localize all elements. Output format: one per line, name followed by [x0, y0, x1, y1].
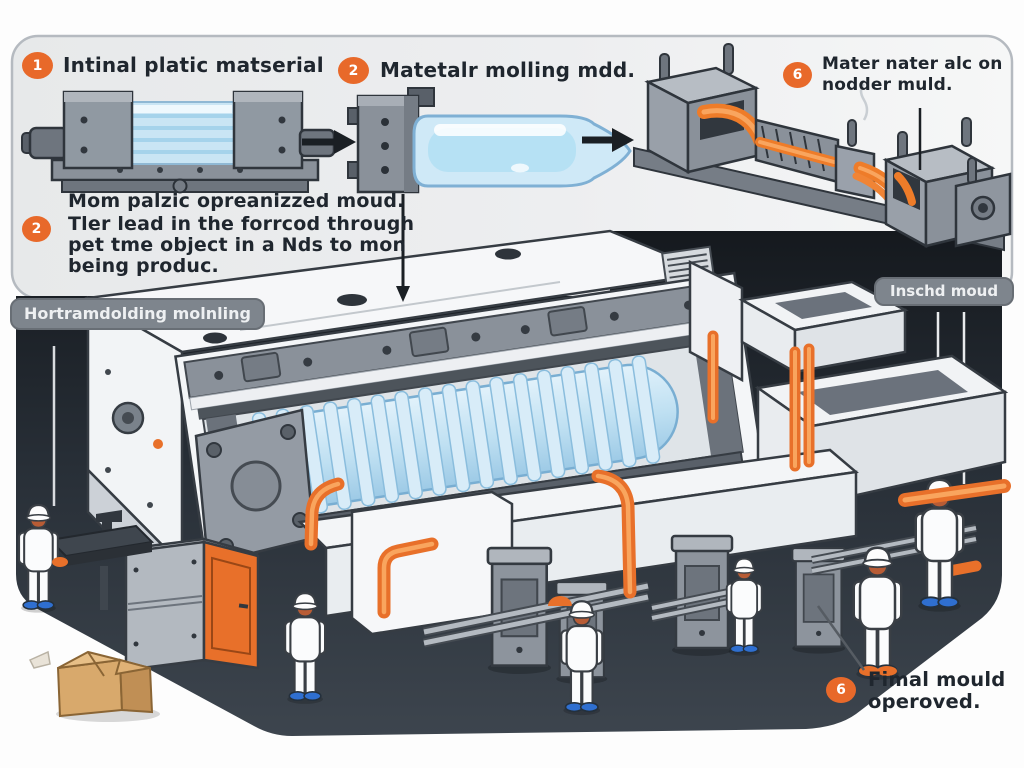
note-line1: Tler lead in the forrcod through: [68, 213, 415, 235]
step6-label-line1: Mater nater alc on: [822, 54, 1003, 74]
conveyor-rails: [423, 524, 977, 648]
arrow-down: [396, 194, 410, 302]
note-line3: being produc.: [68, 255, 219, 277]
step1-mold: [21, 90, 336, 194]
final-label-line1: Fimal mould: [868, 668, 1006, 691]
left-tag-line1: Hortramdolding: [24, 304, 167, 323]
step2-label: Matetalr molling mdd.: [380, 58, 636, 82]
note-intro: Mom palzic opreanizzed moud.: [68, 190, 405, 212]
orange-shoe: [877, 666, 897, 676]
leader-final: [816, 605, 866, 671]
arrow-right-1: [302, 130, 356, 154]
final-label-line2: operoved.: [868, 690, 981, 713]
orange-helmet: [548, 596, 572, 606]
cabinet: [124, 537, 260, 672]
left-process-tag: Hortramdolding molnling: [10, 298, 265, 331]
note-badge: 2: [22, 216, 51, 242]
step6-label: Mater nater alc on nodder muld.: [822, 54, 1003, 96]
arrow-right-2: [582, 128, 634, 152]
step2-badge: 2: [338, 57, 369, 84]
orange-rod: [898, 479, 1011, 507]
orange-pipes: [304, 330, 982, 619]
cabinet-door: [202, 540, 260, 670]
orange-part: [52, 557, 68, 567]
step1-label: Intinal platic matserial: [63, 53, 324, 77]
orange-indicator: [153, 439, 163, 449]
final-badge: 6: [826, 677, 856, 703]
final-label: Fimal mould operoved.: [868, 669, 1005, 713]
left-tag-line2: molnling: [172, 304, 251, 323]
note-text: Tler lead in the forrcod through pet tme…: [68, 214, 414, 277]
note-line2: pet tme object in a Nds to mon: [68, 234, 407, 256]
workbench: [47, 510, 155, 610]
extruder: [633, 43, 1012, 252]
right-process-tag: Inschd moud: [874, 277, 1015, 307]
step6-badge: 6: [783, 62, 812, 88]
step2-preform: [347, 87, 632, 194]
bottom-deck: [297, 448, 859, 636]
step6-label-line2: nodder muld.: [822, 75, 953, 95]
cardboard-box: [28, 650, 160, 722]
step1-badge: 1: [22, 52, 53, 79]
